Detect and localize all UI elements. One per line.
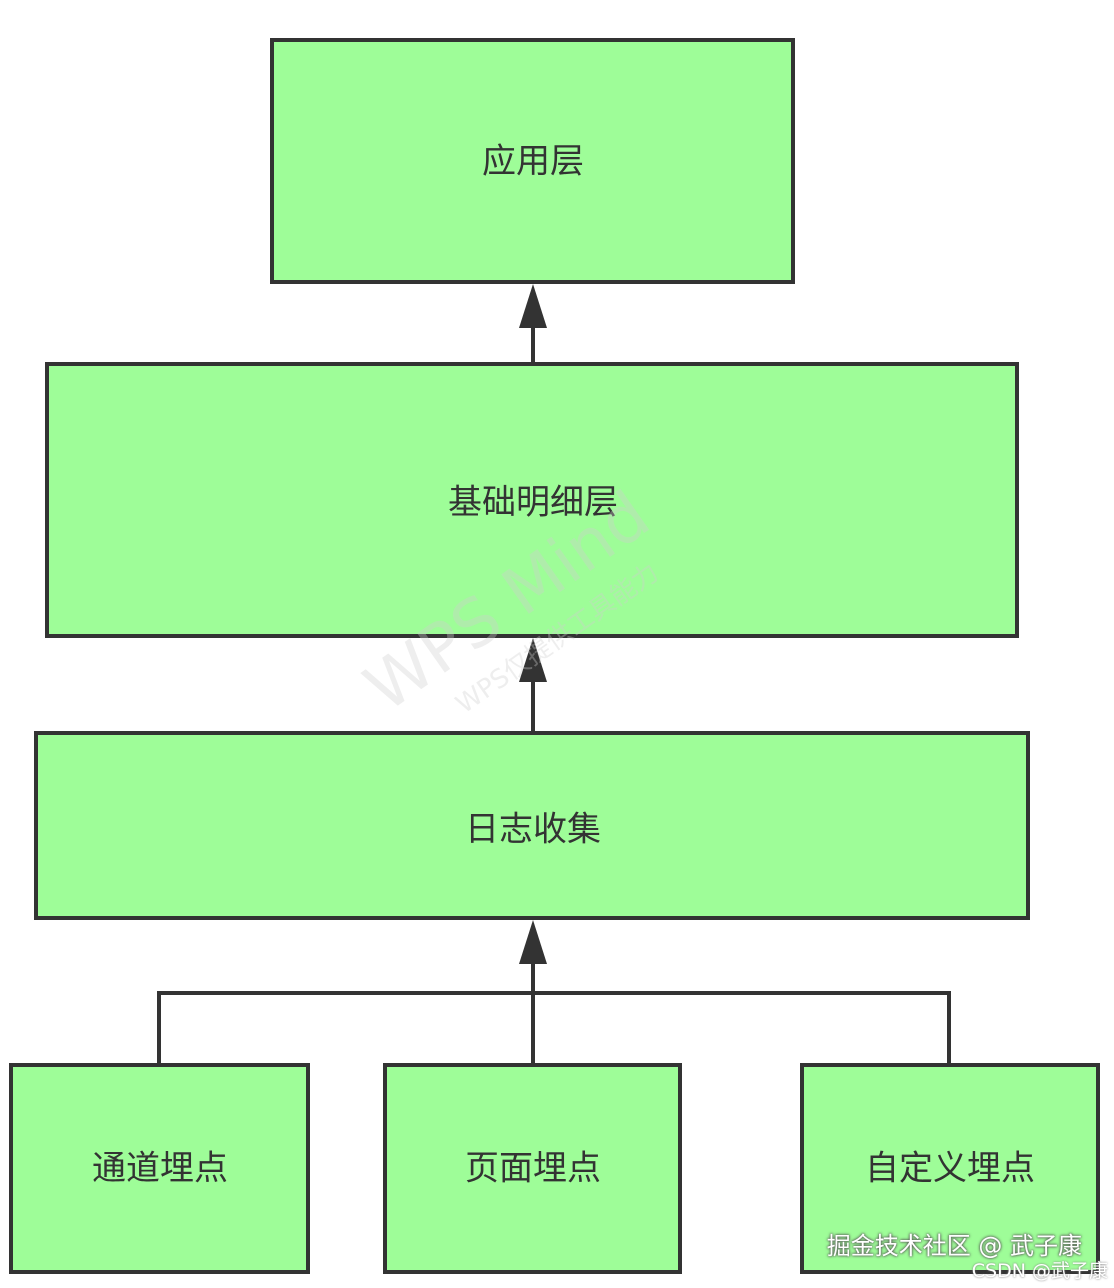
node-log-collection-label: 日志收集 [465,810,601,850]
credit-csdn: CSDN @武子康 [971,1260,1108,1282]
node-log-collection: 日志收集 [34,731,1030,920]
node-base-detail-layer: 基础明细层 [45,362,1019,638]
node-custom-tracking: 自定义埋点 [800,1063,1100,1274]
node-custom-tracking-label: 自定义埋点 [865,1149,1035,1189]
node-page-tracking: 页面埋点 [383,1063,682,1274]
node-app-layer: 应用层 [270,38,795,284]
node-app-layer-label: 应用层 [482,142,584,182]
connector-source-bus [157,991,951,1063]
node-page-tracking-label: 页面埋点 [465,1149,601,1189]
arrow-head-app [519,284,547,328]
node-base-detail-layer-label: 基础明细层 [448,483,618,523]
arrow-head-base [519,638,547,682]
credit-juejin: 掘金技术社区 @ 武子康 [826,1232,1082,1260]
arrow-head-log [519,920,547,964]
node-channel-tracking-label: 通道埋点 [92,1149,228,1189]
node-channel-tracking: 通道埋点 [9,1063,310,1274]
